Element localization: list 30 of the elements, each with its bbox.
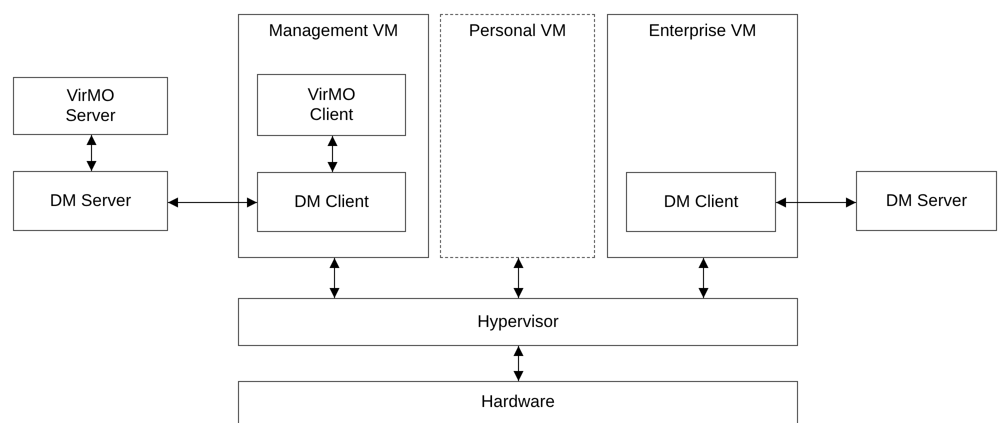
double-arrow xyxy=(514,258,524,298)
box-label: DM Server xyxy=(886,190,968,212)
client-box xyxy=(626,172,776,232)
double-arrow xyxy=(168,198,258,208)
layer-bar xyxy=(238,298,798,346)
vm-container xyxy=(440,14,595,258)
double-arrow xyxy=(86,134,96,172)
vm-title: Enterprise VM xyxy=(648,21,756,42)
server-box xyxy=(13,171,168,231)
client-box xyxy=(257,74,406,136)
client-box xyxy=(257,172,406,232)
vm-title: Personal VM xyxy=(468,21,566,42)
vm-title: Management VM xyxy=(268,21,398,42)
box-label: DM Server xyxy=(50,190,132,212)
vm-container xyxy=(607,14,798,258)
double-arrow xyxy=(776,198,856,208)
server-box xyxy=(13,77,168,135)
double-arrow xyxy=(514,346,524,382)
box-label: DM Client xyxy=(294,192,369,212)
double-arrow xyxy=(698,258,708,298)
box-label: Hardware xyxy=(481,392,555,413)
box-label: Hypervisor xyxy=(477,312,559,332)
box-label: VirMO Client xyxy=(306,84,356,126)
server-box xyxy=(856,171,997,231)
box-label: DM Client xyxy=(664,192,738,212)
double-arrow xyxy=(330,258,340,298)
layer-bar xyxy=(238,381,798,423)
double-arrow xyxy=(328,136,338,172)
vm-container xyxy=(238,14,429,258)
box-label: VirMO Server xyxy=(64,86,117,126)
